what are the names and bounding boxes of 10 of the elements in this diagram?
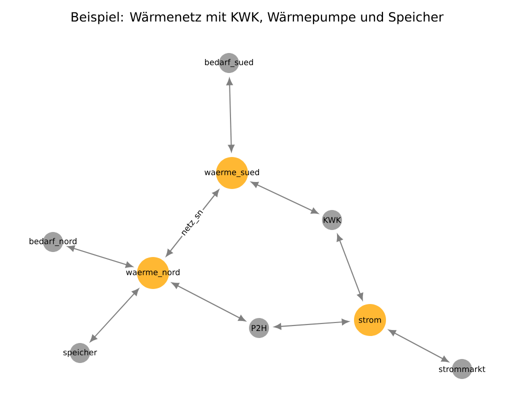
arrow: [250, 182, 318, 214]
arrow: [336, 234, 364, 300]
hub-node: strom: [354, 304, 386, 336]
arrow: [90, 288, 139, 342]
arrow: [67, 245, 133, 268]
title: Beispiel: Wärmenetz mit KWK, Wärmepumpe und Speicher: [72, 12, 444, 24]
arrow: [388, 330, 449, 362]
arrow: [274, 318, 350, 330]
arrow: [226, 78, 234, 152]
arrow: [172, 282, 246, 322]
